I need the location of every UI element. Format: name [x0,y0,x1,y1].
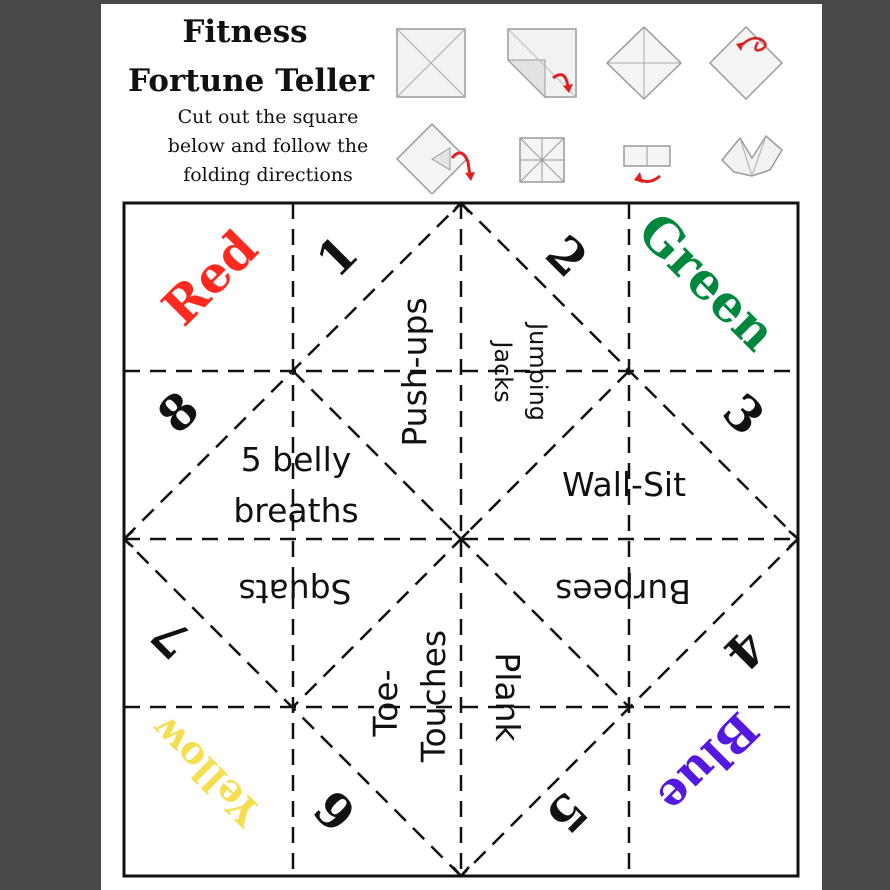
color-label-green: Green [627,201,788,362]
instructions-line-3: folding directions [183,164,353,186]
exercise-burpees: Burpees [555,572,691,611]
instructions-line-2: below and follow the [167,135,369,157]
fold-corner-again-icon [395,122,475,194]
exercise-toe-touches-line2: Touches [414,630,453,763]
finished-fortune-teller-icon [720,134,783,177]
number-2: 2 [535,225,598,288]
color-label-yellow: Yellow [141,707,270,836]
number-7: 7 [141,606,204,669]
folded-square-icon [519,137,565,183]
title-line-1: Fitness [182,14,308,50]
exercise-belly-breaths-line1: 5 belly [241,440,352,479]
title-line-2: Fortune Teller [127,63,375,99]
folded-diamond-icon [605,25,683,101]
number-3: 3 [712,383,775,446]
color-label-red: Red [150,218,268,336]
exercise-belly-breaths-line2: breaths [233,491,358,530]
exercise-wall-sit: Wall-Sit [562,465,686,504]
folding-steps [395,25,784,194]
color-label-blue: Blue [647,702,769,824]
fold-diagonals-icon [396,28,466,98]
number-1: 1 [306,225,369,288]
exercise-squats: Squats [238,572,351,611]
fold-in-half-icon [623,145,671,183]
exercise-push-ups: Push-ups [395,297,434,446]
instructions-line-1: Cut out the square [177,106,359,128]
flip-over-icon [708,25,784,101]
exercise-jumping-jacks-line1: Jumping [524,321,552,421]
number-6: 6 [304,779,367,842]
fold-corner-icon [506,28,577,99]
number-4: 4 [713,618,776,681]
exercise-jumping-jacks-line2: Jacks [489,339,517,402]
number-8: 8 [147,381,210,444]
exercise-toe-touches-line1: Toe- [366,670,405,738]
number-5: 5 [535,781,598,844]
exercise-plank: Plank [488,652,527,742]
